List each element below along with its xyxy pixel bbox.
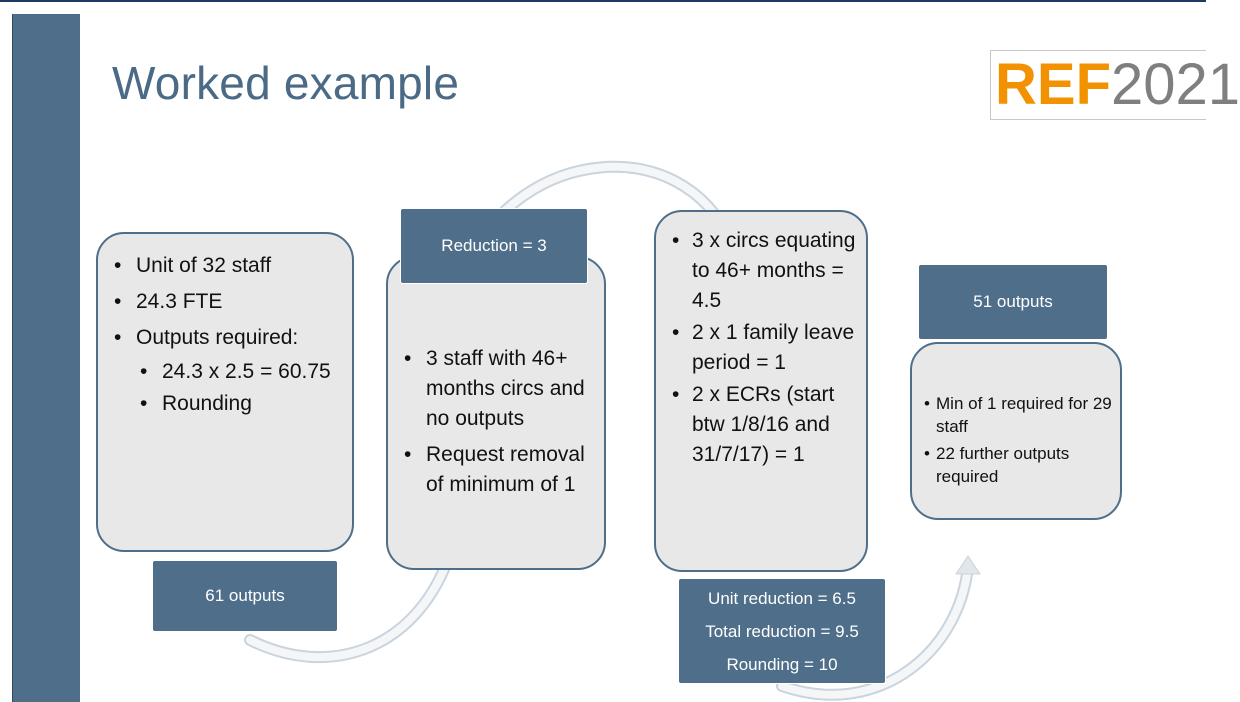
step1-bullet: Unit of 32 staff — [110, 248, 344, 284]
logo-year: 2021 — [1111, 52, 1240, 117]
step1-sub-bullet: 24.3 x 2.5 = 60.75 — [136, 356, 344, 388]
step3-bullet: 2 x ECRs (start btw 1/8/16 and 31/7/17) … — [668, 380, 860, 470]
total-reduction-text: Total reduction = 9.5 — [705, 621, 859, 641]
step4-bullet: 22 further outputs required — [922, 442, 1114, 488]
step3-bullet: 2 x 1 family leave period = 1 — [668, 318, 860, 378]
step1-bullet: Outputs required: — [136, 326, 299, 349]
step1-bullet: 24.3 FTE — [110, 284, 344, 320]
ref2021-logo: REF2021 — [990, 50, 1240, 120]
step2-bullet: Request removal of minimum of 1 — [400, 440, 596, 500]
step2-header-label: Reduction = 3 — [400, 208, 588, 284]
logo-brand: REF — [995, 52, 1111, 117]
left-accent-bar — [12, 14, 80, 702]
step4-bullet: Min of 1 required for 29 staff — [922, 392, 1114, 438]
step2-bullet: 3 staff with 46+ months circs and no out… — [400, 344, 596, 434]
arrow-step3-head — [955, 555, 981, 575]
rounding-text: Rounding = 10 — [726, 654, 838, 674]
step1-result-label: 61 outputs — [152, 560, 338, 632]
step3-bullet: 3 x circs equating to 46+ months = 4.5 — [668, 226, 860, 316]
step4-box: Min of 1 required for 29 staff 22 furthe… — [910, 342, 1122, 520]
step1-bullet-with-sub: Outputs required: 24.3 x 2.5 = 60.75 Rou… — [110, 320, 344, 420]
slide-title: Worked example — [112, 57, 460, 109]
step1-box: Unit of 32 staff 24.3 FTE Outputs requir… — [96, 232, 354, 552]
step1-sub-bullet: Rounding — [136, 388, 344, 420]
left-accent-edge — [12, 14, 13, 702]
top-rule — [0, 0, 1206, 2]
step3-summary-label: Unit reduction = 6.5 Total reduction = 9… — [678, 578, 886, 684]
step3-box: 3 x circs equating to 46+ months = 4.5 2… — [654, 210, 868, 572]
unit-reduction-text: Unit reduction = 6.5 — [708, 588, 856, 608]
step2-box: 3 staff with 46+ months circs and no out… — [386, 256, 606, 570]
step4-header-label: 51 outputs — [918, 264, 1108, 340]
